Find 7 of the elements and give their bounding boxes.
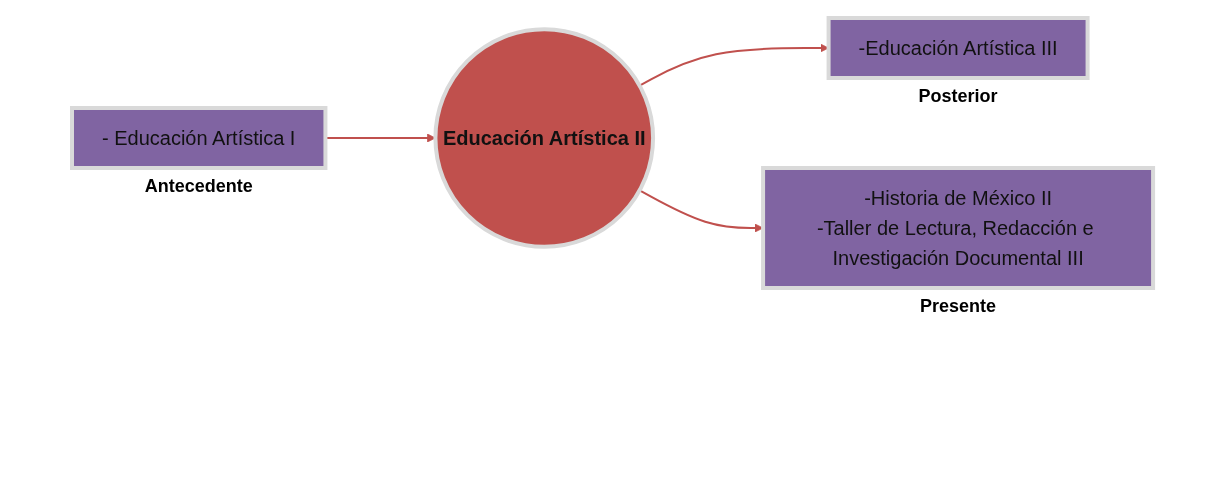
node-box: -Educación Artística III — [826, 16, 1090, 80]
node-box: -Historia de México II -Taller de Lectura, Redacción e Investigación Documental III — [761, 166, 1156, 290]
node-caption: Antecedente — [144, 176, 253, 197]
node-box: - Educación Artística I — [69, 106, 328, 170]
node-circle: Educación Artística II — [433, 27, 656, 249]
node-caption: Presente — [920, 296, 997, 317]
node-caption: Posterior — [918, 86, 998, 107]
